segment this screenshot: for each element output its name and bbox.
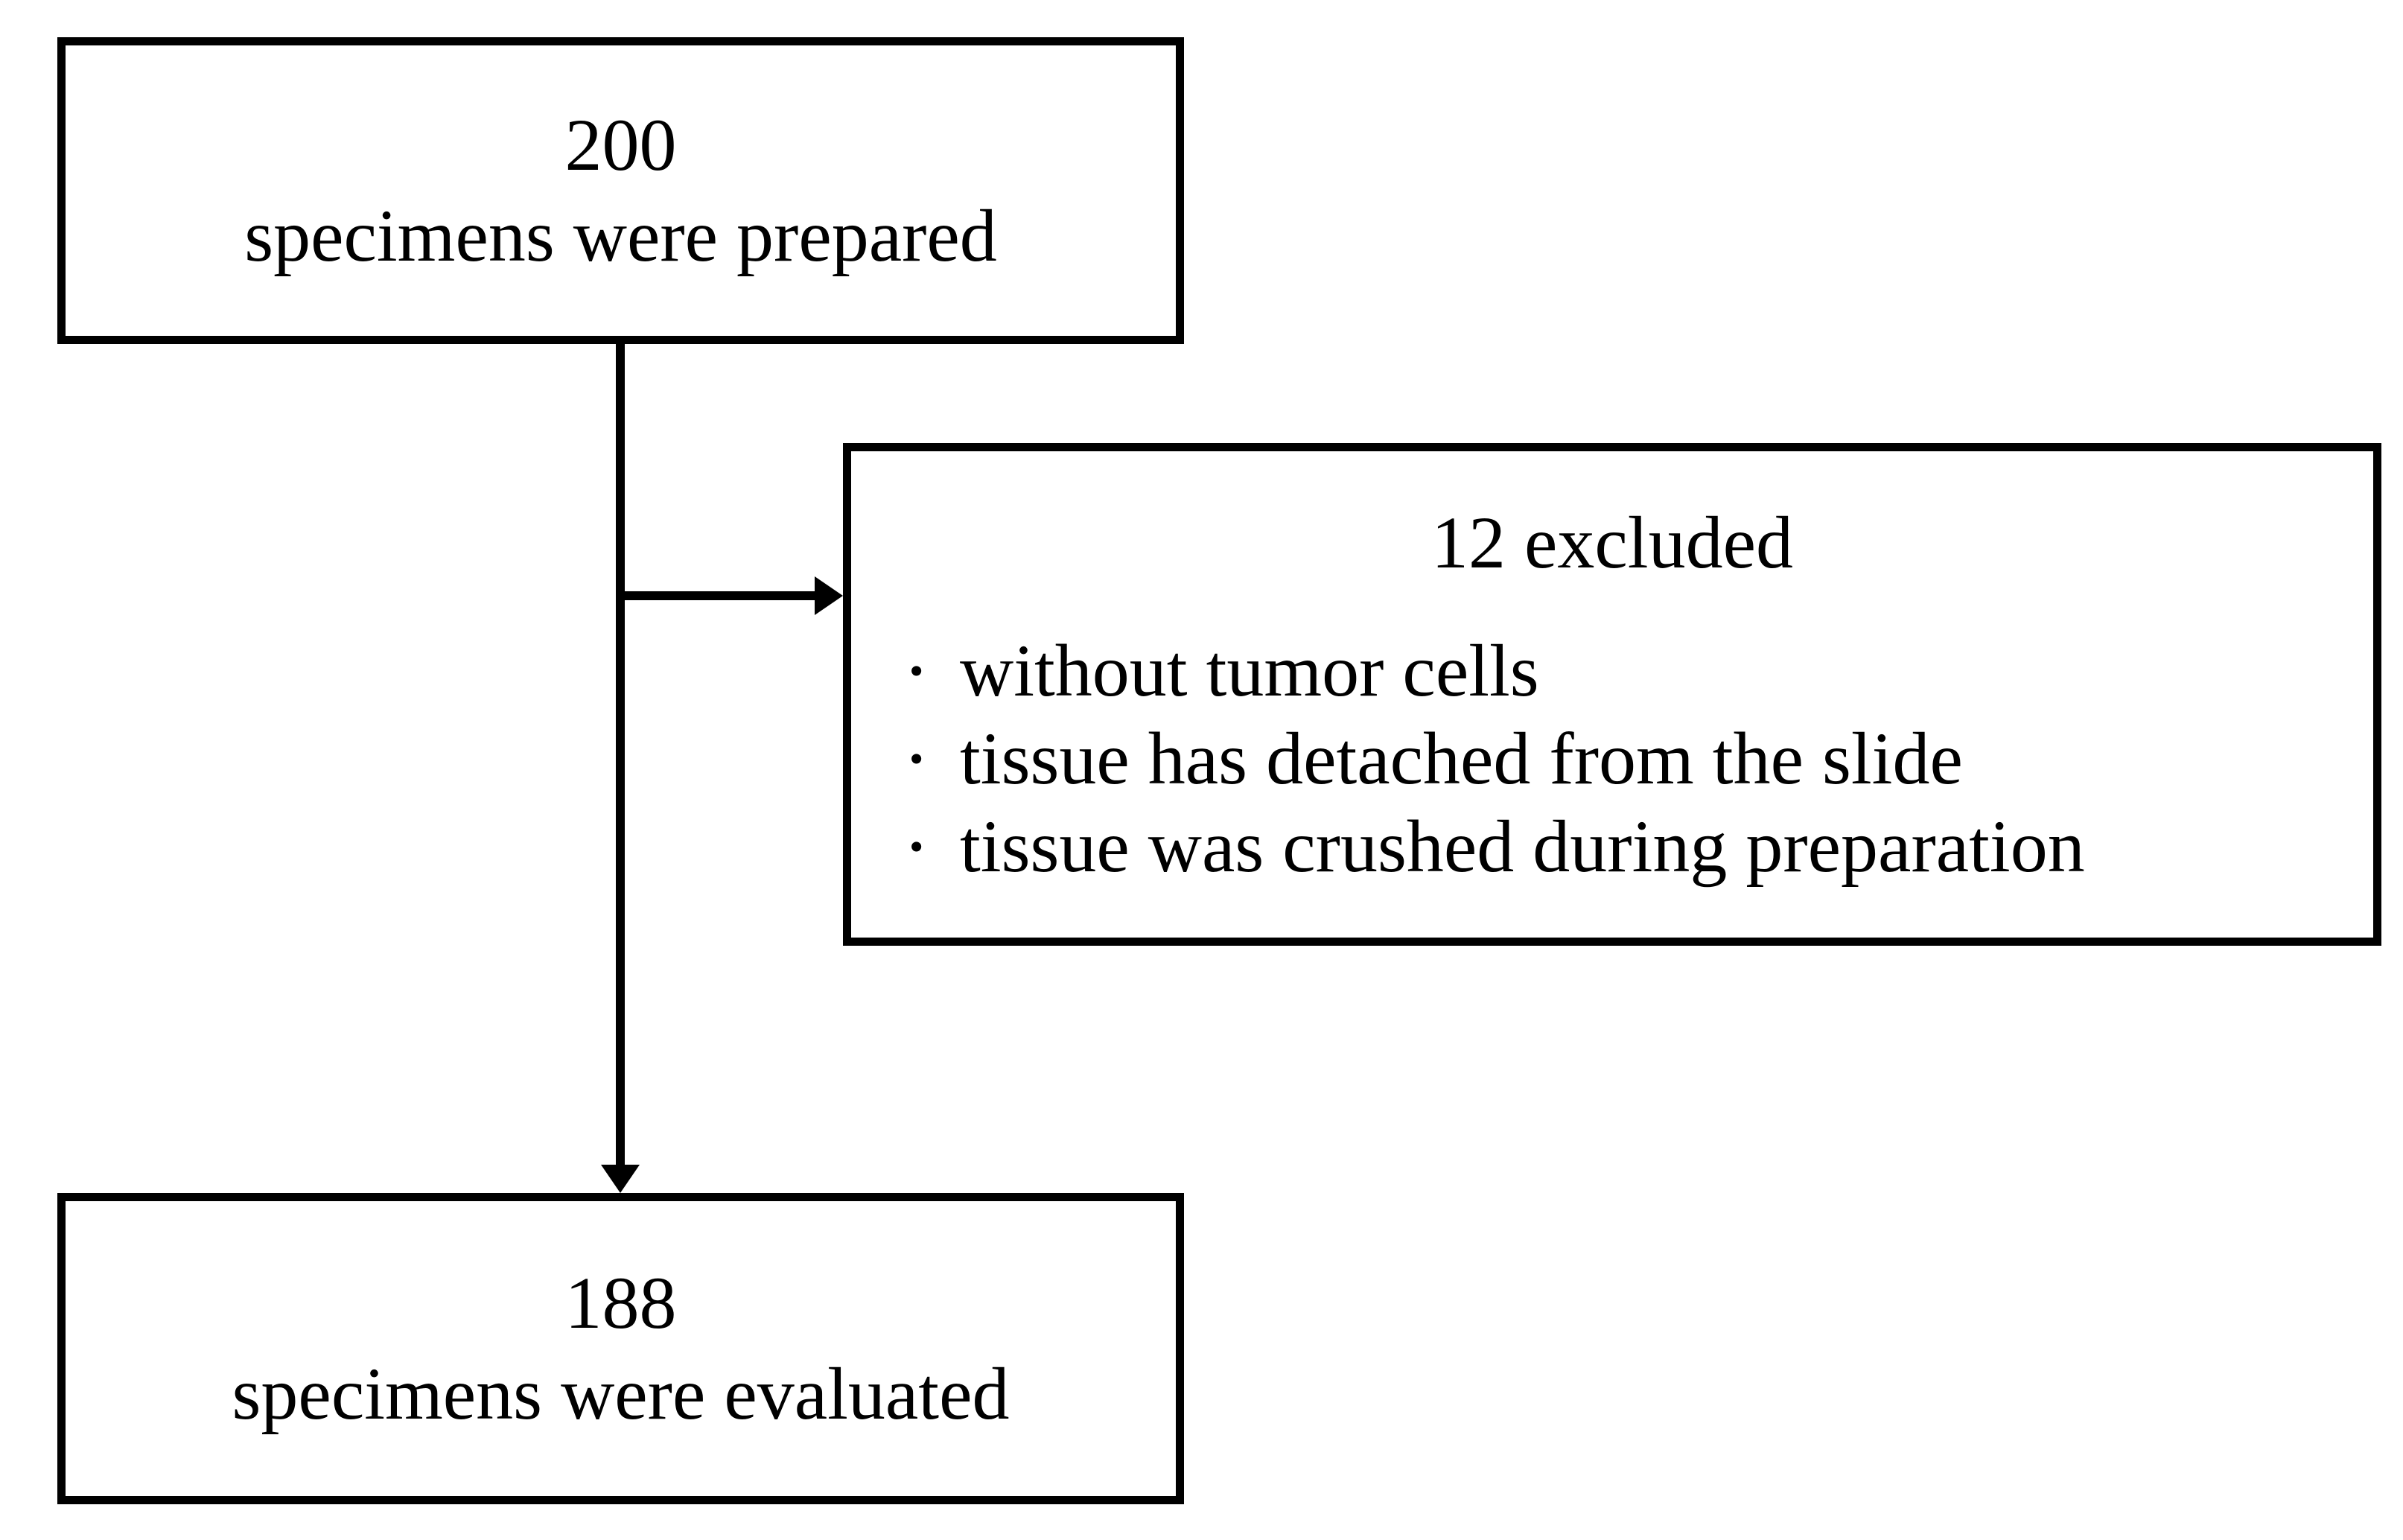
prepared-count: 200: [564, 104, 677, 186]
prepared-label: specimens were prepared: [244, 194, 997, 277]
connector-vertical-line: [616, 344, 625, 1165]
excluded-reasons-list: • without tumor cells • tissue has detache…: [851, 627, 2373, 891]
bullet-icon: •: [909, 823, 924, 869]
list-item-text: tissue has detached from the slide: [960, 717, 1963, 800]
node-excluded: 12 excluded • without tumor cells • tissue…: [843, 443, 2381, 946]
evaluated-label: specimens were evaluated: [232, 1352, 1010, 1435]
evaluated-count: 188: [564, 1261, 677, 1344]
list-item: • tissue has detached from the slide: [909, 715, 2373, 803]
list-item: • without tumor cells: [909, 627, 2373, 715]
connector-horizontal-line: [616, 591, 815, 600]
node-specimens-evaluated: 188 specimens were evaluated: [57, 1193, 1184, 1504]
list-item-text: tissue was crushed during preparation: [960, 805, 2085, 888]
bullet-icon: •: [909, 647, 924, 693]
node-specimens-prepared: 200 specimens were prepared: [57, 37, 1184, 344]
list-item: • tissue was crushed during preparation: [909, 803, 2373, 891]
arrowhead-right-icon: [815, 576, 843, 615]
arrowhead-down-icon: [601, 1165, 640, 1193]
excluded-title: 12 excluded: [1431, 501, 1793, 584]
bullet-icon: •: [909, 735, 924, 781]
list-item-text: without tumor cells: [960, 629, 1539, 712]
